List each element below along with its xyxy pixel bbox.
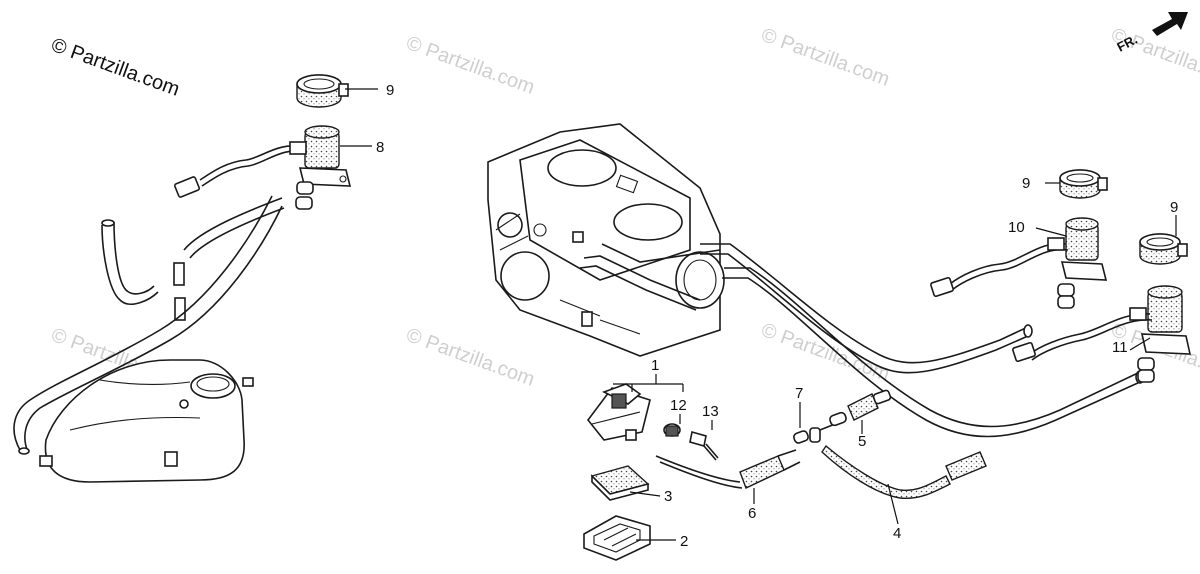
air-cleaner-housing [39, 359, 254, 483]
callout-9: 9 [1170, 199, 1178, 216]
air-supply-pipes [700, 243, 1145, 438]
callout-5: 5 [858, 433, 866, 450]
vacuum-hose-4 [821, 444, 987, 500]
band-clamp-right-upper [1059, 169, 1108, 199]
watermark-text: © Partzilla.com [758, 24, 892, 91]
control-valve-body [586, 383, 651, 441]
engine-cylinder-head [487, 123, 725, 357]
callout-8: 8 [376, 139, 384, 156]
watermark-text: © Partzilla.com [403, 32, 537, 99]
callout-7: 7 [795, 385, 803, 402]
band-clamp-right-lower [1139, 233, 1188, 265]
callout-4: 4 [893, 525, 901, 542]
vacuum-hose-6 [655, 449, 801, 489]
solenoid-valve-right-lower [1012, 285, 1192, 383]
band-clamp-left [296, 74, 349, 108]
watermark-text: © Partzilla.com [403, 324, 537, 391]
callout-leaders [340, 88, 1177, 541]
callout-13: 13 [702, 403, 719, 420]
valve-cover [583, 515, 651, 561]
front-direction-arrow-icon [1152, 12, 1188, 36]
callout-12: 12 [670, 397, 687, 414]
filter-element [590, 465, 650, 501]
callout-labels: 9 8 9 9 10 11 1 12 13 7 5 6 4 3 2 [376, 82, 1178, 550]
callout-3: 3 [664, 488, 672, 505]
copyright-watermark: © Partzilla.com [48, 34, 182, 101]
flange-bolt [689, 430, 719, 461]
callout-9: 9 [386, 82, 394, 99]
callout-2: 2 [680, 533, 688, 550]
left-air-injection-assembly [13, 74, 352, 483]
callout-10: 10 [1008, 219, 1025, 236]
solenoid-valve-right-upper [930, 217, 1108, 309]
callout-1: 1 [651, 357, 659, 374]
callout-11: 11 [1112, 339, 1128, 356]
solenoid-valve-left [173, 125, 352, 210]
check-valve-5 [829, 389, 892, 427]
callout-9: 9 [1022, 175, 1030, 192]
callout-6: 6 [748, 505, 756, 522]
cap-bolt [663, 423, 681, 437]
watermark-text: © Partzilla.com [1108, 24, 1200, 91]
